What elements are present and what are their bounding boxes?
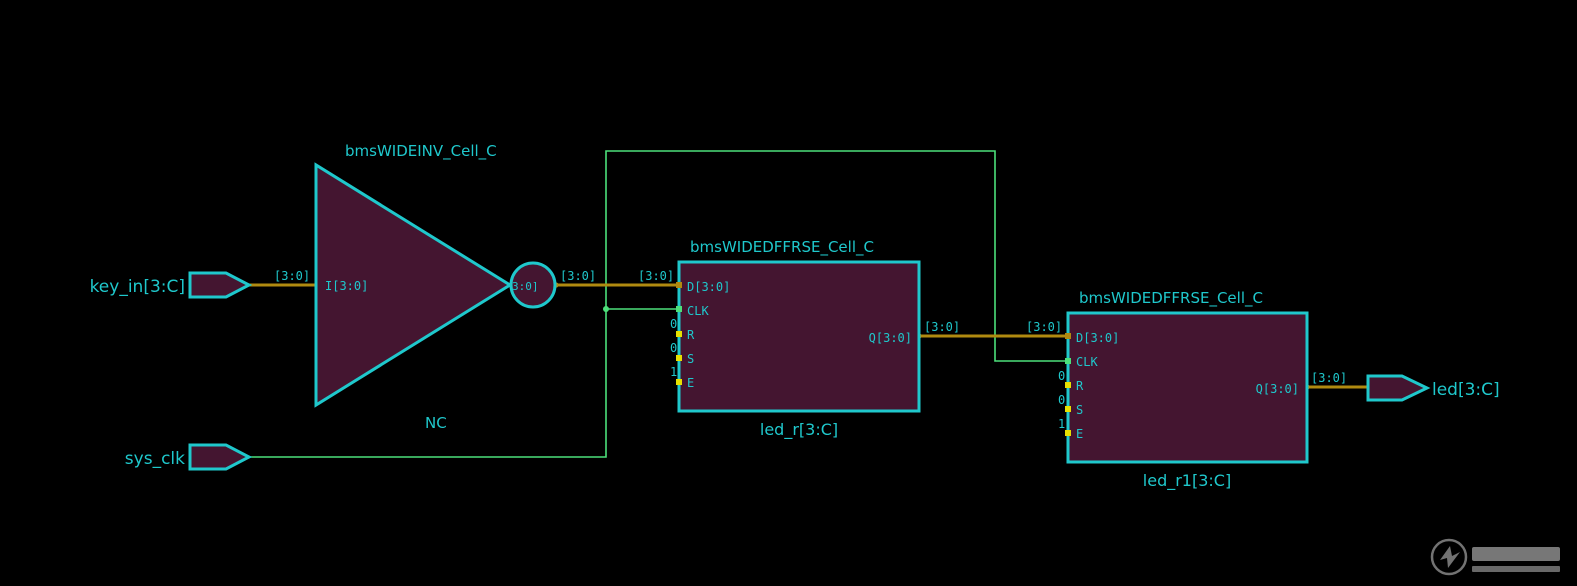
input-port-key-in[interactable] [188, 271, 253, 299]
inverter-bubble[interactable] [509, 261, 557, 309]
port-label-led: led[3:C] [1432, 380, 1500, 400]
ff1-instance-name: led_r[3:C] [760, 420, 838, 440]
ff1-pin-d: D[3:0] [687, 280, 730, 294]
pin-stub [1065, 358, 1071, 364]
bus-label-ff1-q: [3:0] [924, 320, 960, 334]
inverter-instance-name: NC [425, 414, 447, 432]
pin-stub [676, 355, 682, 361]
pin-stub [1065, 382, 1071, 388]
ff2-pin-q: Q[3:0] [1256, 382, 1299, 396]
ff2-tieoff-s: 0 [1058, 393, 1065, 407]
ff2-title: bmsWIDEDFFRSE_Cell_C [1079, 289, 1263, 308]
bus-label-ff1-d: [3:0] [638, 269, 674, 283]
ff1-pin-r: R [687, 328, 695, 342]
port-label-sys-clk: sys_clk [125, 449, 185, 469]
ff1-title: bmsWIDEDFFRSE_Cell_C [690, 238, 874, 257]
ff2-pin-stubs [1065, 333, 1071, 436]
flip-flop-cell-led-r[interactable] [677, 260, 921, 413]
ff2-pin-clk: CLK [1076, 355, 1098, 369]
ff2-instance-name: led_r1[3:C] [1143, 471, 1231, 491]
clock-wire-sys-clk [250, 150, 1068, 458]
pin-stub [1065, 333, 1071, 339]
bus-label-ff2-q: [3:0] [1311, 371, 1347, 385]
bus-label-ff2-d: [3:0] [1026, 320, 1062, 334]
pin-stub [676, 282, 682, 288]
pin-stub [1065, 430, 1071, 436]
ff2-pin-r: R [1076, 379, 1084, 393]
ff2-tieoff-r: 0 [1058, 369, 1065, 383]
pin-stub [676, 379, 682, 385]
clock-junction-dot [603, 306, 609, 312]
flip-flop-cell-led-r1[interactable] [1066, 311, 1309, 464]
ff1-pin-e: E [687, 376, 694, 390]
ff1-tieoff-s: 0 [670, 341, 677, 355]
bus-label-inv-out: [3:0] [560, 269, 596, 283]
inverter-title: bmsWIDEINV_Cell_C [345, 142, 497, 161]
ff2-pin-s: S [1076, 403, 1083, 417]
ff1-tieoff-e: 1 [670, 365, 677, 379]
input-port-sys-clk[interactable] [188, 443, 253, 471]
pin-stub [1065, 406, 1071, 412]
ff2-pin-d: D[3:0] [1076, 331, 1119, 345]
inverter-output-pin: 3:0] [512, 280, 539, 293]
inverter-input-pin: I[3:0] [325, 279, 368, 293]
pin-stub [676, 306, 682, 312]
inverter-cell[interactable] [314, 162, 513, 408]
pin-stub [676, 331, 682, 337]
bus-label-key-in: [3:0] [274, 269, 310, 283]
ff1-pin-stubs [676, 282, 682, 385]
ff1-pin-clk: CLK [687, 304, 709, 318]
ff1-tieoff-r: 0 [670, 317, 677, 331]
ff1-pin-s: S [687, 352, 694, 366]
ff2-pin-e: E [1076, 427, 1083, 441]
ff2-tieoff-e: 1 [1058, 417, 1065, 431]
port-label-key-in: key_in[3:C] [90, 277, 185, 297]
watermark-logo [1430, 538, 1560, 576]
output-port-led[interactable] [1366, 374, 1431, 402]
ff1-pin-q: Q[3:0] [869, 331, 912, 345]
